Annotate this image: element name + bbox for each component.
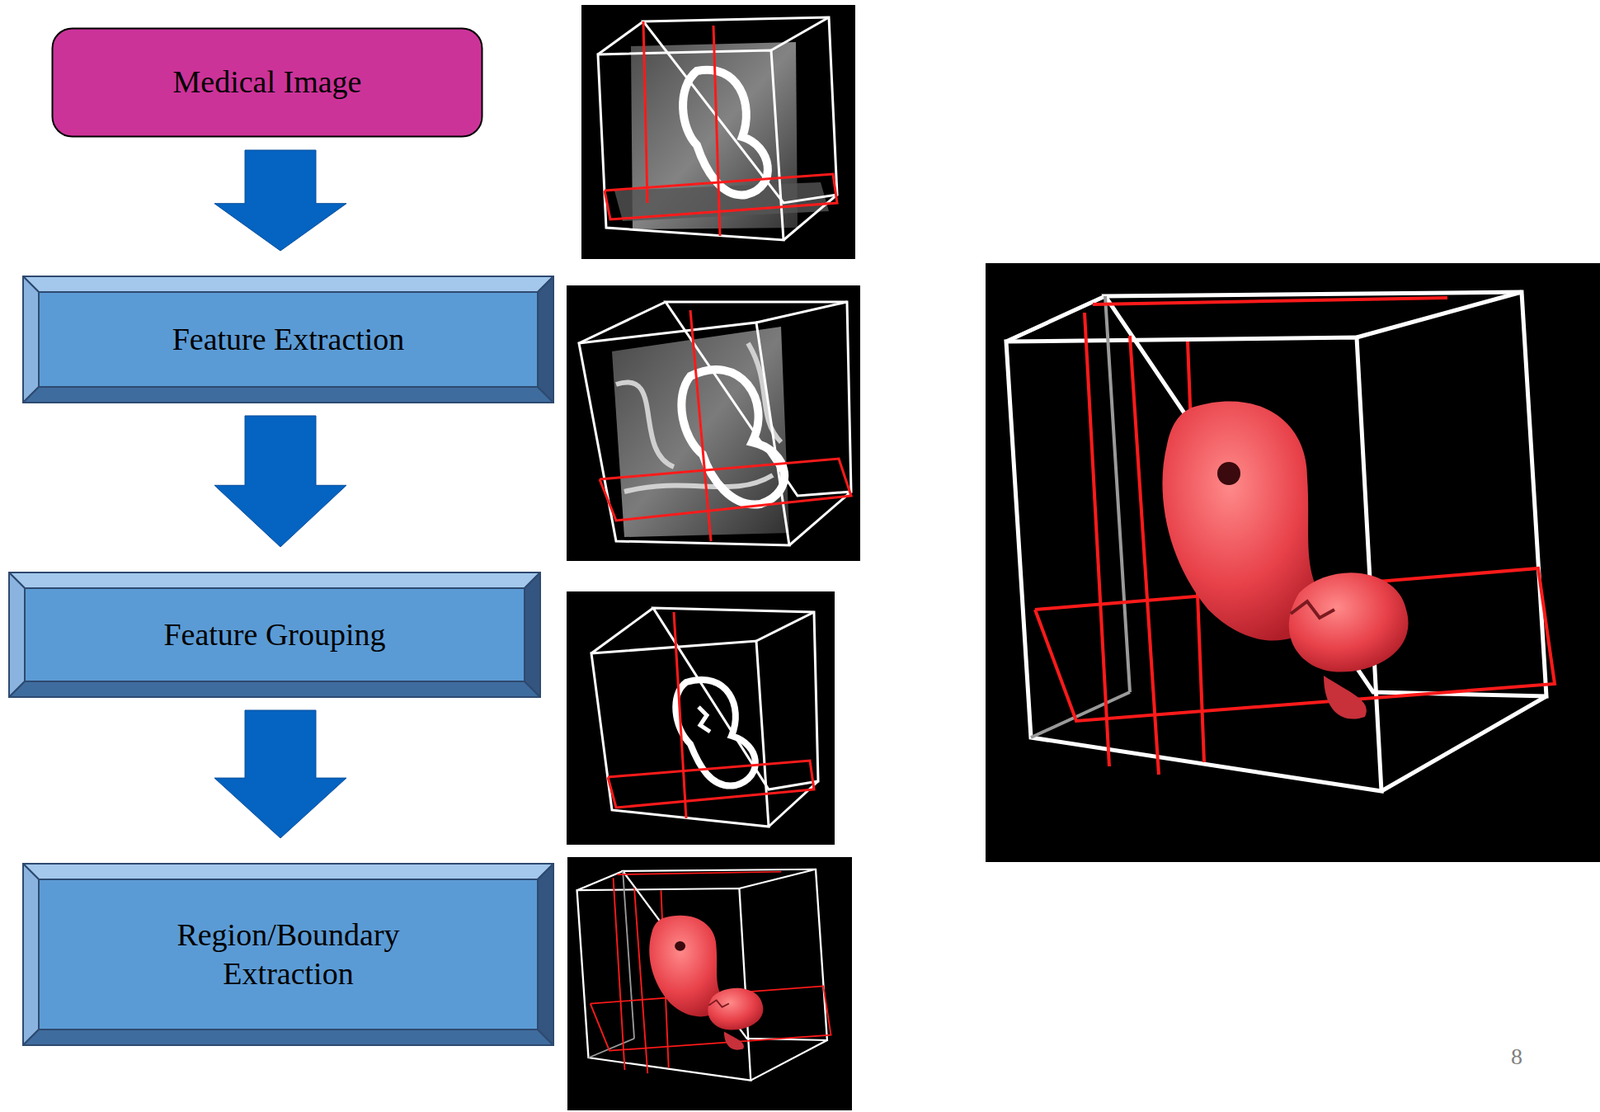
page-number: 8 (1510, 1043, 1523, 1070)
process-box: Feature Grouping (8, 571, 542, 698)
region-extraction-thumbnail (567, 856, 852, 1111)
box-label: Region/Boundary Extraction (156, 915, 421, 994)
box-label: Medical Image (173, 62, 363, 103)
block-arrow (214, 710, 347, 838)
block-arrow (214, 415, 347, 547)
process-box: Feature Extraction (22, 275, 555, 404)
feature-extraction-thumbnail (566, 285, 861, 561)
box-label: Feature Extraction (172, 320, 405, 360)
feature-grouping-thumbnail (566, 591, 835, 845)
bevel-outline (22, 862, 555, 1046)
medical-image-thumbnail (581, 4, 856, 259)
process-box: Region/Boundary Extraction (22, 862, 555, 1046)
block-arrow (214, 150, 347, 251)
input-box: Medical Image (51, 27, 484, 138)
box-label: Feature Grouping (163, 615, 386, 655)
surface-rendering (985, 263, 1600, 862)
